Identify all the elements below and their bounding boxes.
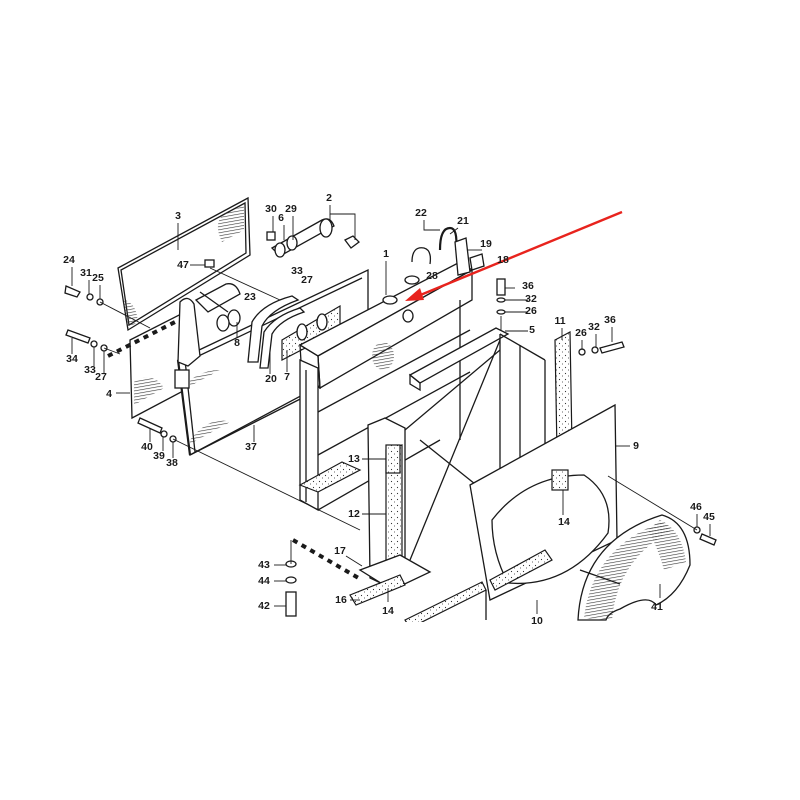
part-label-44: 44 [258, 575, 270, 587]
part-label-11: 11 [554, 315, 565, 327]
part-label-33b: 33 [84, 364, 96, 376]
part-label-31: 31 [80, 267, 92, 279]
part-label-43: 43 [258, 559, 270, 571]
part-label-42: 42 [258, 600, 270, 612]
part-label-16: 16 [335, 594, 347, 606]
leader-lines [71, 205, 711, 614]
part-label-39: 39 [153, 450, 165, 462]
part-label-7: 7 [284, 371, 290, 383]
part-label-10: 10 [531, 615, 543, 627]
part-label-45: 45 [703, 511, 715, 523]
part-label-6: 6 [278, 212, 284, 224]
part-label-14a: 14 [558, 516, 570, 528]
fasteners [64, 226, 717, 617]
part-label-24: 24 [63, 254, 75, 266]
highlight-arrow [405, 210, 623, 301]
part-label-38: 38 [166, 457, 178, 469]
hose-pipes [194, 283, 241, 332]
part-label-34: 34 [66, 353, 78, 365]
part-label-36a: 36 [522, 280, 534, 292]
part-label-46: 46 [690, 501, 702, 513]
part-label-27b: 27 [95, 371, 107, 383]
part-label-5: 5 [529, 324, 535, 336]
part-label-17: 17 [334, 545, 346, 557]
mounting-bracket [174, 297, 201, 389]
part-label-1: 1 [383, 248, 389, 260]
radiator-main [298, 261, 474, 512]
part-label-36b: 36 [604, 314, 616, 326]
part-label-41: 41 [651, 601, 663, 613]
part-label-14b: 14 [382, 605, 394, 617]
part-label-20: 20 [265, 373, 277, 385]
part-label-18: 18 [497, 254, 509, 266]
part-label-37: 37 [245, 441, 257, 453]
part-label-9: 9 [633, 440, 639, 452]
part-label-33a: 33 [291, 265, 303, 277]
part-label-19: 19 [480, 238, 492, 250]
part-label-13: 13 [348, 453, 360, 465]
screen-panel-lower [129, 310, 186, 420]
part-label-32a: 32 [525, 293, 537, 305]
part-label-8: 8 [234, 337, 240, 349]
part-label-2: 2 [326, 192, 332, 204]
part-label-3: 3 [175, 210, 181, 222]
part-label-23: 23 [244, 291, 256, 303]
part-label-22: 22 [415, 207, 427, 219]
part-label-25: 25 [92, 272, 104, 284]
part-label-28: 28 [426, 270, 438, 282]
screen-panel-top [117, 196, 251, 332]
fan-shroud [469, 403, 618, 601]
part-label-26a: 26 [525, 305, 537, 317]
part-label-47: 47 [177, 259, 189, 271]
part-label-21: 21 [457, 215, 469, 227]
part-label-27a: 27 [301, 274, 313, 286]
bottom-rails [404, 581, 487, 622]
part-label-12: 12 [348, 508, 360, 520]
upper-pipe [270, 218, 360, 258]
fan-guard [577, 514, 691, 621]
upright-post [349, 417, 432, 606]
part-label-30: 30 [265, 203, 277, 215]
part-label-40: 40 [141, 441, 153, 453]
part-label-29: 29 [285, 203, 297, 215]
part-label-32b: 32 [588, 321, 600, 333]
part-label-4: 4 [106, 388, 112, 400]
part-label-26b: 26 [575, 327, 587, 339]
